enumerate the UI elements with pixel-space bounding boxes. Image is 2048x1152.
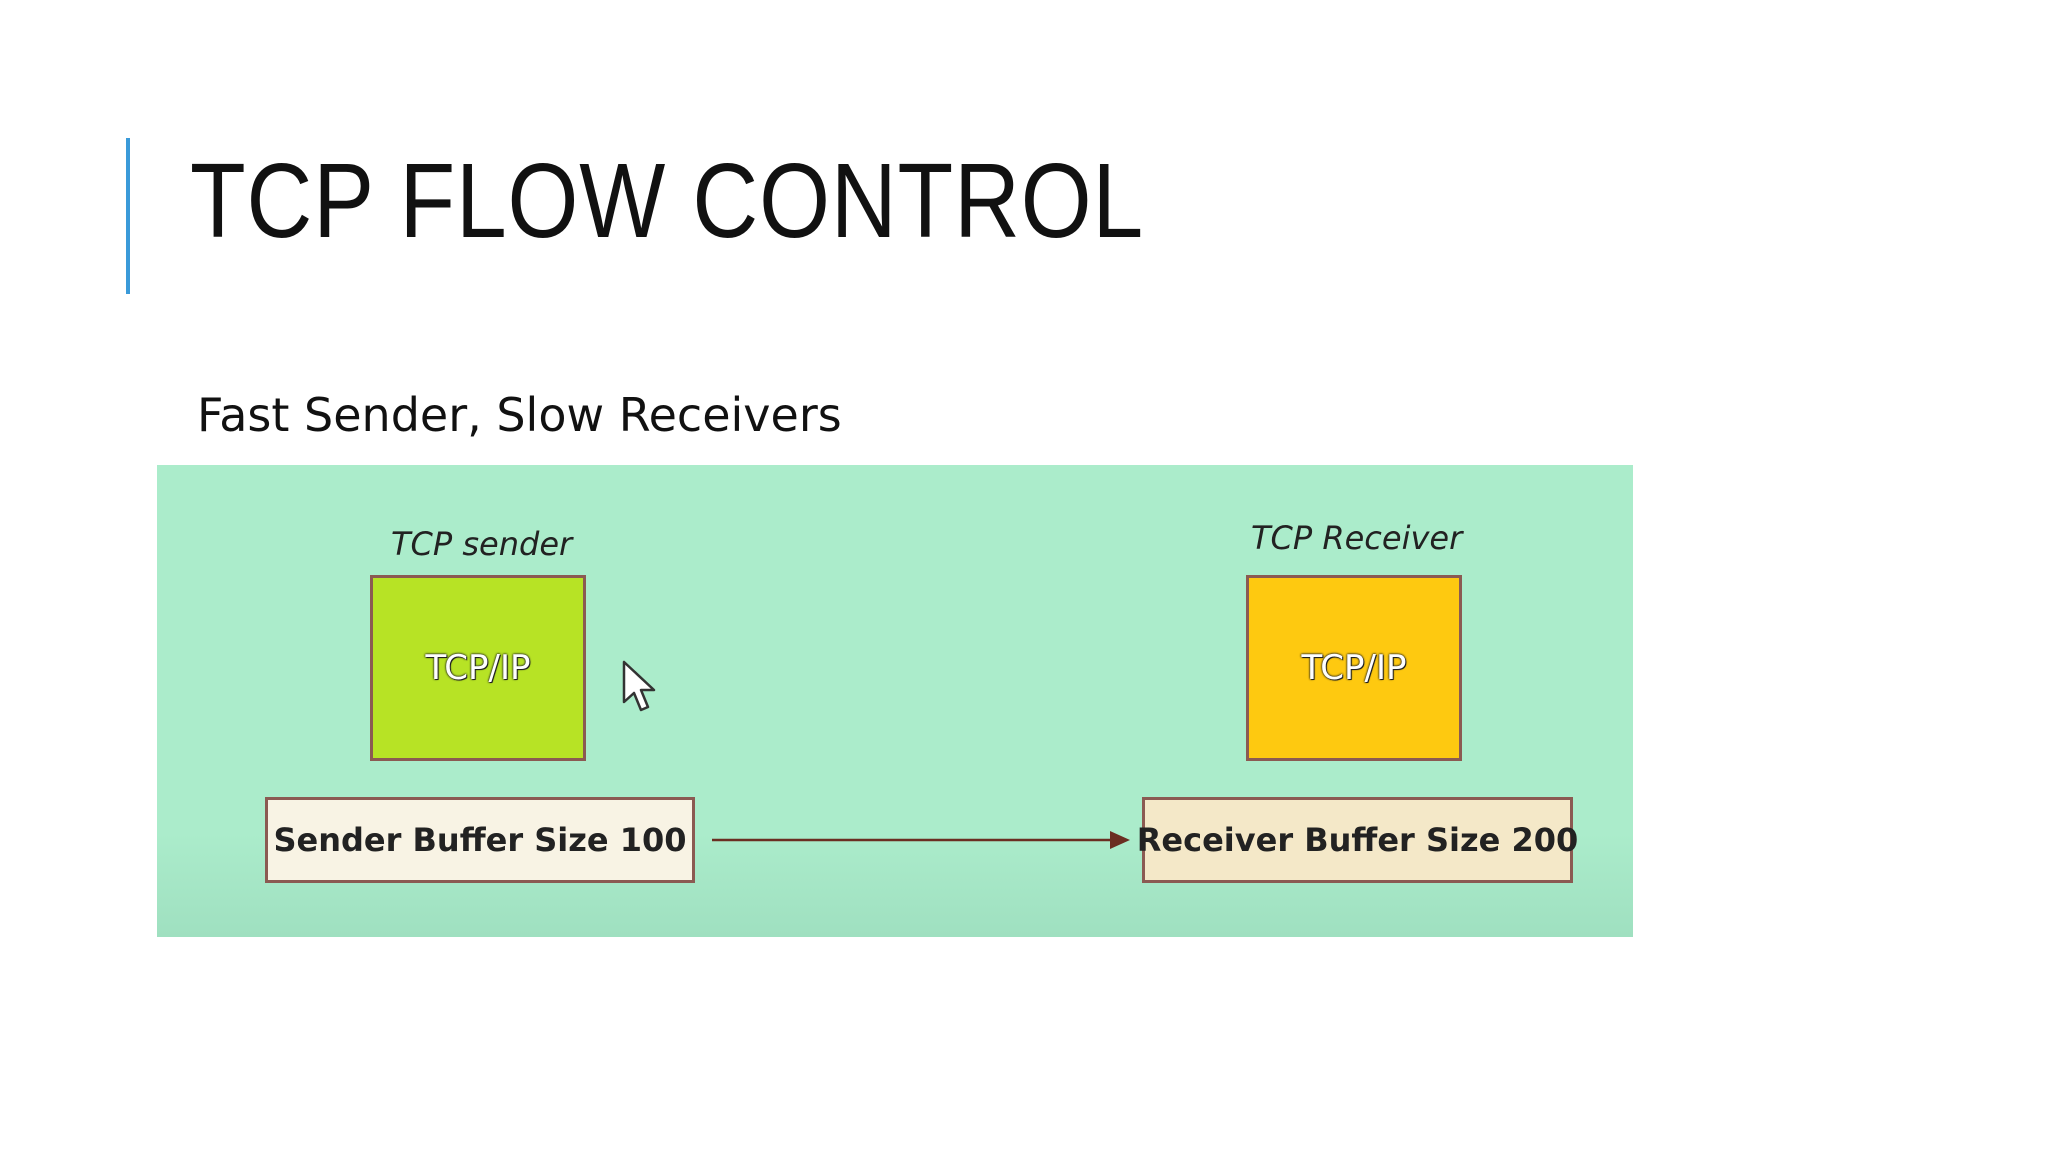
sender-tcpip-box: TCP/IP [370,575,586,761]
sender-buffer-box: Sender Buffer Size 100 [265,797,695,883]
slide-subtitle: Fast Sender, Slow Receivers [197,388,842,442]
mouse-pointer-icon [622,660,656,712]
receiver-tcpip-text: TCP/IP [1301,648,1407,688]
receiver-tcpip-box: TCP/IP [1246,575,1462,761]
slide-title: TCP FLOW CONTROL [190,142,1145,260]
receiver-label: TCP Receiver [1251,519,1463,557]
buffer-flow-arrow [712,831,1130,849]
sender-label: TCP sender [391,525,573,563]
sender-tcpip-text: TCP/IP [425,648,531,688]
title-accent-bar [126,138,130,294]
receiver-buffer-box: Receiver Buffer Size 200 [1137,797,1578,883]
flow-control-diagram: TCP sender TCP Receiver TCP/IP TCP/IP Se… [157,465,1633,937]
